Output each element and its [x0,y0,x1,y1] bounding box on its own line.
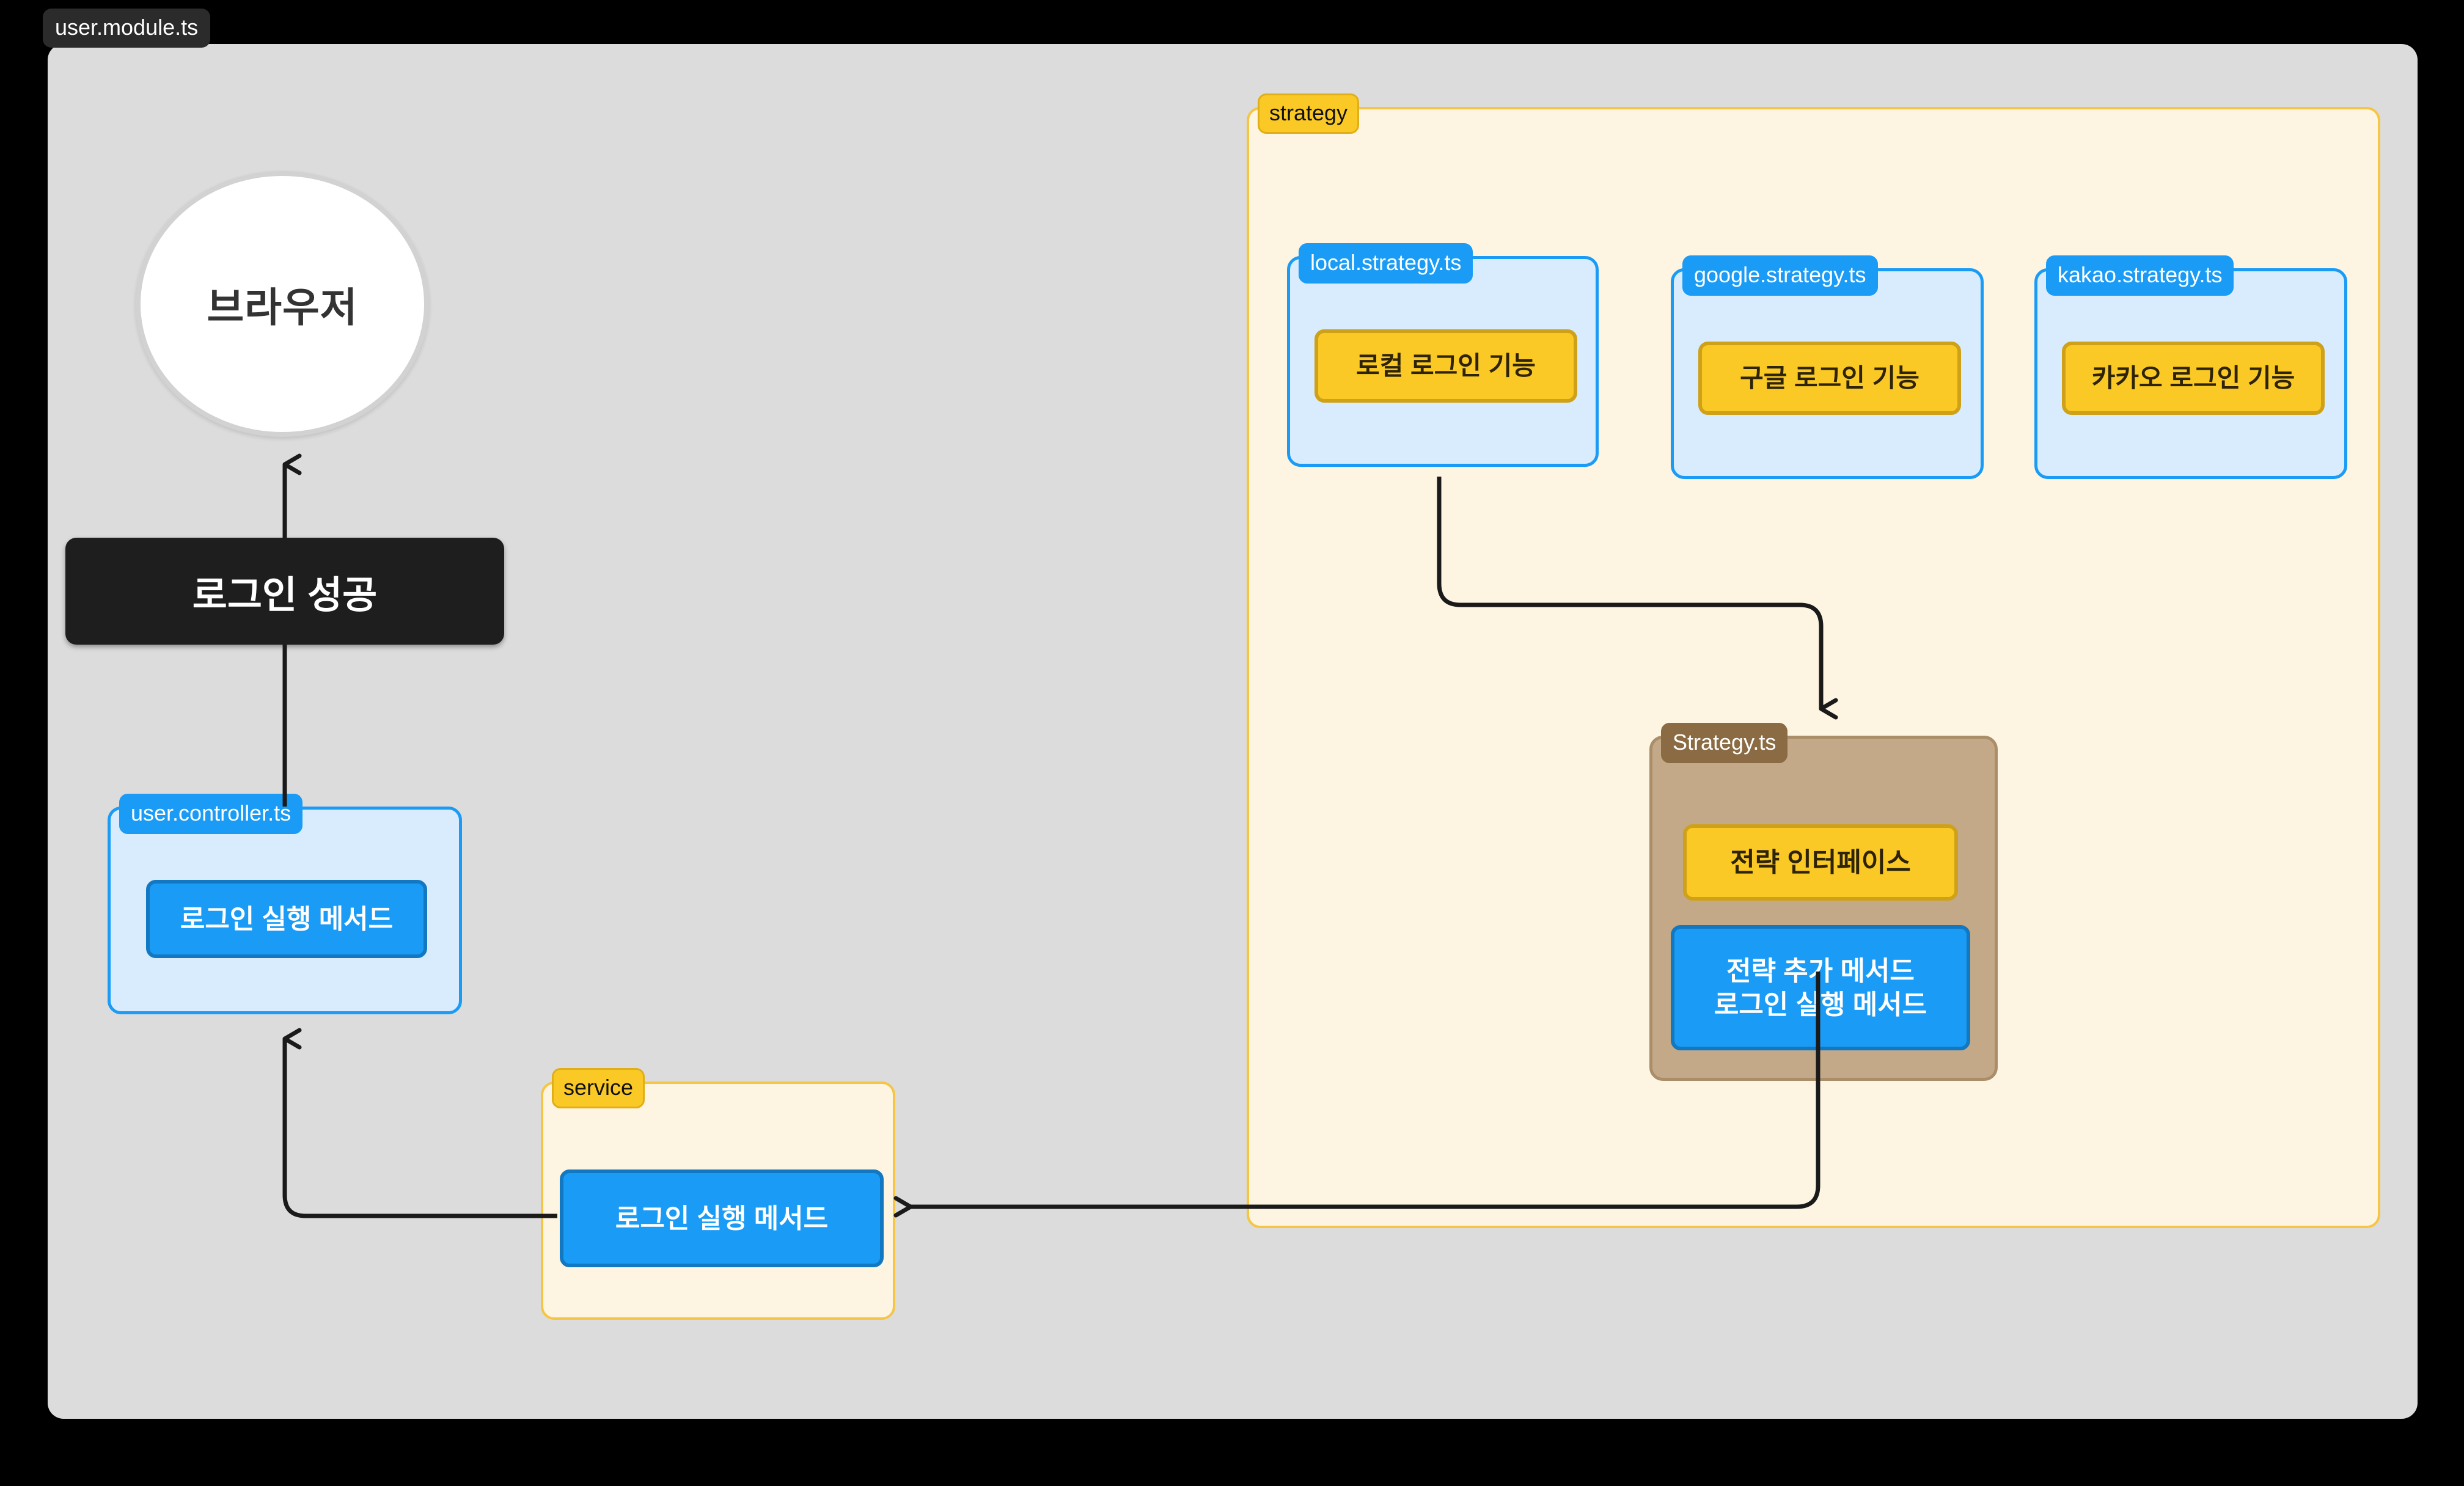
login-success-box[interactable]: 로그인 성공 [65,538,504,645]
local-login-feature-label: 로컬 로그인 기능 [1356,351,1536,380]
strategy-interface-label: 전략 인터페이스 [1730,847,1911,877]
group-badge-local-strategy: local.strategy.ts [1299,243,1473,284]
group-badge-user-controller: user.controller.ts [119,794,303,834]
module-badge: user.module.ts [43,9,211,48]
local-login-feature[interactable]: 로컬 로그인 기능 [1314,329,1577,403]
controller-login-method[interactable]: 로그인 실행 메서드 [146,880,427,958]
group-kakao-strategy[interactable]: kakao.strategy.ts 카카오 로그인 기능 [2034,255,2347,479]
group-local-strategy[interactable]: local.strategy.ts 로컬 로그인 기능 [1287,243,1599,467]
controller-login-method-label: 로그인 실행 메서드 [180,904,394,934]
group-service[interactable]: service 로그인 실행 메서드 [541,1068,895,1320]
google-login-feature-label: 구글 로그인 기능 [1740,363,1920,392]
strategy-method-login-label: 로그인 실행 메서드 [1714,989,1927,1020]
browser-label: 브라우저 [207,284,358,330]
group-badge-google-strategy: google.strategy.ts [1682,255,1878,296]
google-login-feature[interactable]: 구글 로그인 기능 [1698,342,1961,415]
group-user-controller[interactable]: user.controller.ts 로그인 실행 메서드 [108,794,462,1014]
kakao-login-feature-label: 카카오 로그인 기능 [2091,363,2295,392]
group-badge-service: service [552,1068,645,1108]
group-badge-strategy: strategy [1258,93,1360,134]
group-google-strategy[interactable]: google.strategy.ts 구글 로그인 기능 [1671,255,1984,479]
group-strategy-interface-file[interactable]: Strategy.ts 전략 인터페이스 전략 추가 메서드 로그인 실행 메서… [1649,723,1998,1081]
strategy-method-add-label: 전략 추가 메서드 [1726,956,1915,986]
service-login-method-label: 로그인 실행 메서드 [615,1203,829,1234]
group-badge-strategy-ts: Strategy.ts [1661,723,1788,763]
login-success-label: 로그인 성공 [192,574,378,617]
kakao-login-feature[interactable]: 카카오 로그인 기능 [2062,342,2325,415]
service-login-method[interactable]: 로그인 실행 메서드 [560,1169,884,1267]
strategy-interface-pill[interactable]: 전략 인터페이스 [1683,824,1958,901]
group-strategy-folder[interactable]: strategy local.strategy.ts 로컬 로그인 기능 goo… [1247,93,2380,1228]
group-badge-kakao-strategy: kakao.strategy.ts [2046,255,2234,296]
browser-node[interactable]: 브라우저 [136,171,429,437]
strategy-methods-pill[interactable]: 전략 추가 메서드 로그인 실행 메서드 [1671,925,1970,1050]
